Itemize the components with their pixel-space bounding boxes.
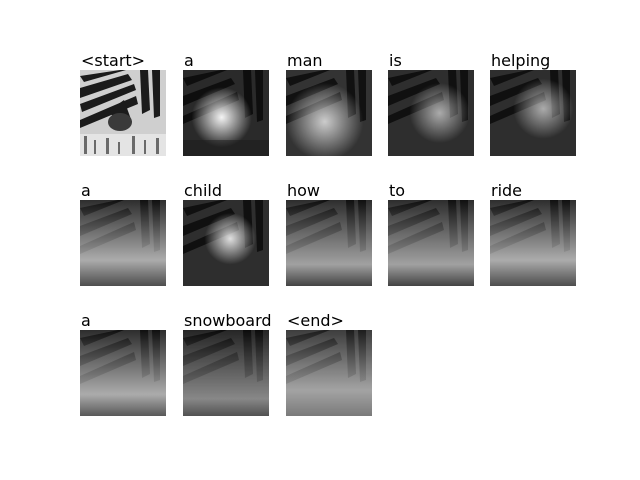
token-word: to xyxy=(389,181,406,200)
token-word: is xyxy=(389,51,402,70)
attention-map-panel xyxy=(183,200,269,286)
token-cell: how xyxy=(286,181,374,286)
token-word: ride xyxy=(491,181,523,200)
token-word: a xyxy=(81,181,91,200)
token-cell: snowboard xyxy=(183,311,272,416)
token-word: a xyxy=(81,311,91,330)
attention-map-panel xyxy=(490,70,576,156)
attention-map-panel xyxy=(286,200,372,286)
token-cell: helping xyxy=(490,51,578,156)
token-word: man xyxy=(287,51,323,70)
attention-map-panel xyxy=(490,200,576,286)
token-cell: man xyxy=(286,51,374,156)
attention-map-panel xyxy=(286,330,372,416)
source-image-panel xyxy=(80,70,166,156)
token-cell: child xyxy=(183,181,271,286)
token-word: <end> xyxy=(287,311,344,330)
token-cell: ride xyxy=(490,181,578,286)
token-cell: a xyxy=(183,51,271,156)
token-cell: a xyxy=(80,311,168,416)
attention-map-panel xyxy=(388,200,474,286)
attention-map-panel xyxy=(183,330,269,416)
attention-map-panel xyxy=(80,330,166,416)
token-word: child xyxy=(184,181,222,200)
token-cell: to xyxy=(388,181,476,286)
attention-map-panel xyxy=(286,70,372,156)
token-cell: a xyxy=(80,181,168,286)
token-word: a xyxy=(184,51,194,70)
token-cell: is xyxy=(388,51,476,156)
token-word: <start> xyxy=(81,51,146,70)
token-cell: <end> xyxy=(286,311,374,416)
token-word: how xyxy=(287,181,321,200)
token-cell: <start> xyxy=(80,51,168,156)
token-word: helping xyxy=(491,51,551,70)
token-word: snowboard xyxy=(184,311,272,330)
attention-map-panel xyxy=(183,70,269,156)
attention-map-panel xyxy=(80,200,166,286)
attention-map-panel xyxy=(388,70,474,156)
